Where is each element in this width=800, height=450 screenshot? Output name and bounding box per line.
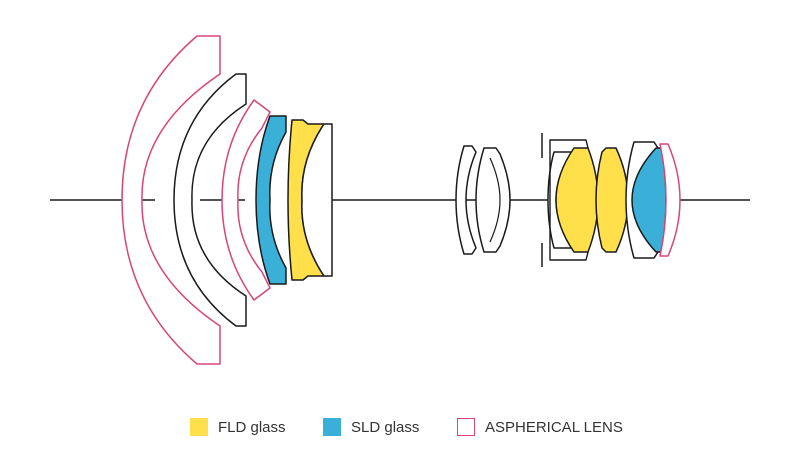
fld-lens-rear-2 xyxy=(595,147,629,253)
legend: FLD glass SLD glass ASPHERICAL LENS xyxy=(0,412,800,442)
aspherical-swatch xyxy=(457,418,475,436)
aspherical-meniscus-lens-2 xyxy=(221,99,271,301)
legend-label-sld: SLD glass xyxy=(351,418,420,436)
lens-construction-diagram xyxy=(50,35,750,365)
middle-lens-group xyxy=(455,145,511,255)
rear-lens-group xyxy=(547,139,681,261)
front-lens-group xyxy=(121,35,333,365)
aspherical-rear-lens xyxy=(659,143,681,257)
aspherical-front-meniscus xyxy=(121,35,221,365)
front-plano-lens xyxy=(301,123,333,277)
legend-label-aspherical: ASPHERICAL LENS xyxy=(485,418,623,436)
sld-swatch xyxy=(323,418,341,436)
legend-label-fld: FLD glass xyxy=(218,418,286,436)
legend-item-sld: SLD glass xyxy=(323,416,419,438)
fld-swatch xyxy=(190,418,208,436)
legend-item-aspherical: ASPHERICAL LENS xyxy=(457,416,623,438)
sld-meniscus-lens xyxy=(255,115,287,285)
cemented-outer-lens xyxy=(549,139,589,261)
middle-lens-2-inner xyxy=(489,157,501,243)
middle-lens-2 xyxy=(475,147,511,253)
front-meniscus-lens xyxy=(173,73,247,327)
legend-item-fld: FLD glass xyxy=(190,416,286,438)
middle-lens-1 xyxy=(455,145,477,255)
